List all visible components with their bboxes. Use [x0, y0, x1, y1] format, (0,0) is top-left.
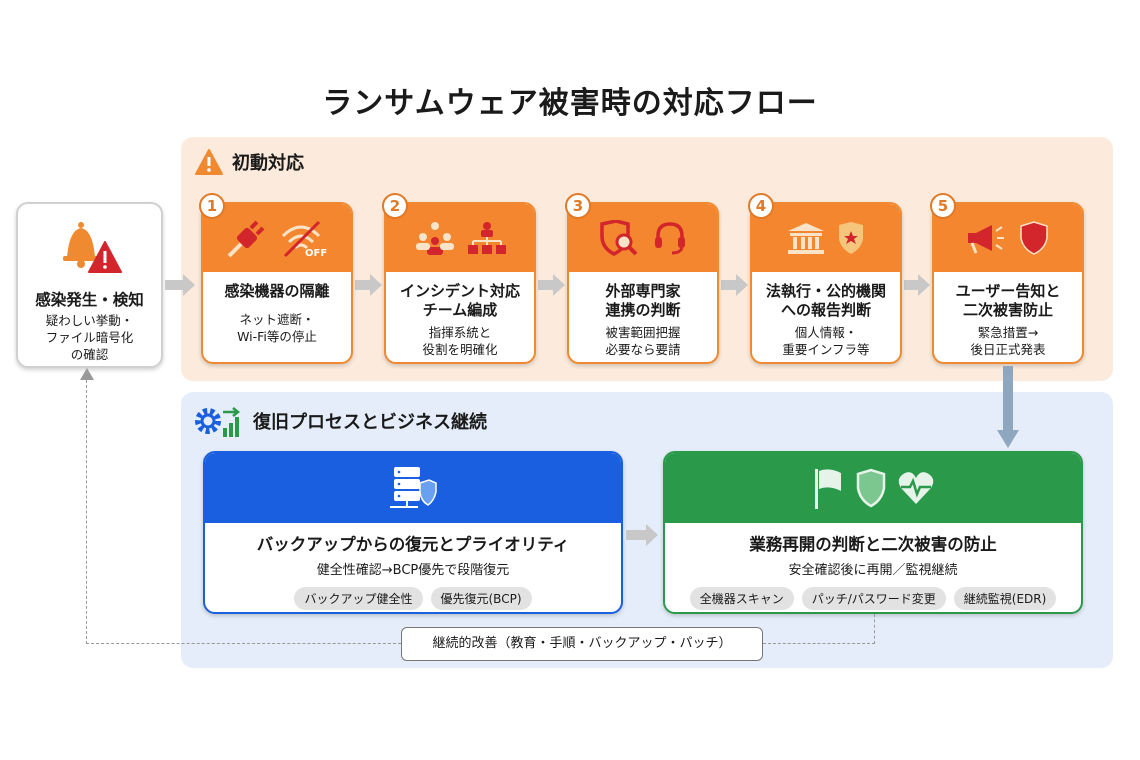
- shield-check-icon: [856, 468, 886, 508]
- warning-triangle-icon: [195, 149, 223, 175]
- step-card-notify: ユーザー告知と二次被害防止 緊急措置→ 後日正式発表: [932, 202, 1084, 364]
- step-sub: 被害範囲把握: [605, 325, 681, 340]
- feedback-line: [86, 380, 87, 644]
- megaphone-icon: [968, 225, 1004, 254]
- backup-subtitle: 健全性確認→BCP優先で段階復元: [316, 563, 510, 578]
- recovery-header: 復旧プロセスとビジネス継続: [193, 404, 487, 438]
- headset-icon: [655, 222, 685, 255]
- flow-arrow: [355, 274, 382, 296]
- step-card-report: 法執行・公的機関への報告判断 個人情報・重要インフラ等: [750, 202, 902, 364]
- step-sub: 緊急措置→: [977, 325, 1039, 340]
- feedback-arrow-head: [80, 368, 94, 380]
- step-sub: ネット遮断・: [239, 312, 315, 327]
- detect-line: の確認: [70, 347, 109, 362]
- step-card-team: インシデント対応チーム編成 指揮系統と役割を明確化: [384, 202, 536, 364]
- initial-response-header: 初動対応: [194, 148, 304, 176]
- feedback-line: [874, 614, 875, 644]
- business-resume-card: 業務再開の判断と二次被害の防止 安全確認後に再開／監視継続 全機器スキャン パッ…: [663, 451, 1083, 614]
- detect-line: 疑わしい挙動・: [45, 313, 134, 328]
- feedback-line: [86, 643, 401, 644]
- step-title: 二次被害防止: [962, 301, 1053, 319]
- step-number: 4: [748, 193, 774, 219]
- resume-subtitle: 安全確認後に再開／監視継続: [788, 563, 958, 578]
- backup-restore-card: バックアップからの復元とプライオリティ 健全性確認→BCP優先で段階復元 バック…: [203, 451, 623, 614]
- gear-growth-icon: [195, 407, 241, 437]
- step-title: への報告判断: [780, 301, 871, 319]
- step-title: インシデント対応: [399, 282, 520, 300]
- recovery-heading: 復旧プロセスとビジネス継続: [253, 412, 487, 433]
- step-title: チーム編成: [422, 301, 498, 319]
- flow-arrow: [904, 274, 930, 296]
- flow-arrow: [721, 274, 748, 296]
- police-badge-icon: [839, 222, 863, 254]
- step-title: 法執行・公的機関: [765, 282, 886, 300]
- step-sub: 役割を明確化: [422, 342, 498, 357]
- step-sub: 必要なら要請: [605, 342, 681, 357]
- step-number: 2: [382, 193, 408, 219]
- page-title: ランサムウェア被害時の対応フロー: [322, 86, 818, 121]
- detect-card: 感染発生・検知 疑わしい挙動・ ファイル暗号化 の確認: [16, 202, 163, 368]
- plug-icon: [227, 220, 265, 258]
- step-sub: 指揮系統と: [428, 325, 492, 340]
- step-sub: 後日正式発表: [970, 342, 1046, 357]
- detect-line: ファイル暗号化: [45, 330, 134, 345]
- heart-pulse-icon: [898, 472, 934, 504]
- step-number: 1: [199, 193, 225, 219]
- step-sub: Wi-Fi等の停止: [237, 329, 317, 344]
- chip-edr-monitoring: 継続監視(EDR): [953, 587, 1057, 610]
- step-title: 外部専門家: [605, 282, 681, 300]
- chip-full-scan: 全機器スキャン: [689, 587, 794, 610]
- step-number: 3: [565, 193, 591, 219]
- flag-icon: [815, 469, 841, 509]
- down-arrow: [1003, 366, 1013, 432]
- resume-title: 業務再開の判断と二次被害の防止: [749, 535, 997, 554]
- step-number: 5: [930, 193, 956, 219]
- shield-icon: [1020, 221, 1048, 255]
- bell-alert-icon: [62, 222, 122, 273]
- continuous-improvement-box: 継続的改善（教育・手順・バックアップ・パッチ）: [401, 627, 763, 661]
- chip-patch-password: パッチ/パスワード変更: [801, 587, 946, 610]
- wifi-off-icon: OFF: [281, 220, 327, 258]
- down-arrow-head: [997, 430, 1019, 448]
- chip-backup-health: バックアップ健全性: [294, 587, 423, 610]
- backup-title: バックアップからの復元とプライオリティ: [256, 535, 570, 554]
- flow-arrow: [626, 524, 658, 546]
- step-card-isolate: OFF 感染機器の隔離 ネット遮断・ Wi-Fi等の停止: [201, 202, 353, 364]
- step-title: ユーザー告知と: [955, 282, 1061, 300]
- step-sub: 個人情報・: [794, 325, 858, 340]
- org-chart-icon: [468, 222, 506, 254]
- detect-title: 感染発生・検知: [35, 291, 144, 309]
- off-label: OFF: [305, 248, 327, 258]
- step-title: 感染機器の隔離: [224, 282, 330, 300]
- initial-response-heading: 初動対応: [232, 153, 304, 174]
- server-shield-icon: [390, 467, 437, 508]
- step-card-experts: 外部専門家連携の判断 被害範囲把握必要なら要請: [567, 202, 719, 364]
- team-icon: [416, 222, 454, 255]
- step-sub: 重要インフラ等: [782, 342, 870, 357]
- government-building-icon: [788, 223, 824, 254]
- step-title: 連携の判断: [605, 301, 681, 319]
- flow-arrow: [165, 274, 195, 296]
- feedback-line: [763, 643, 875, 644]
- chip-priority-restore: 優先復元(BCP): [430, 587, 532, 610]
- flow-arrow: [538, 274, 565, 296]
- shield-search-icon: [600, 220, 638, 256]
